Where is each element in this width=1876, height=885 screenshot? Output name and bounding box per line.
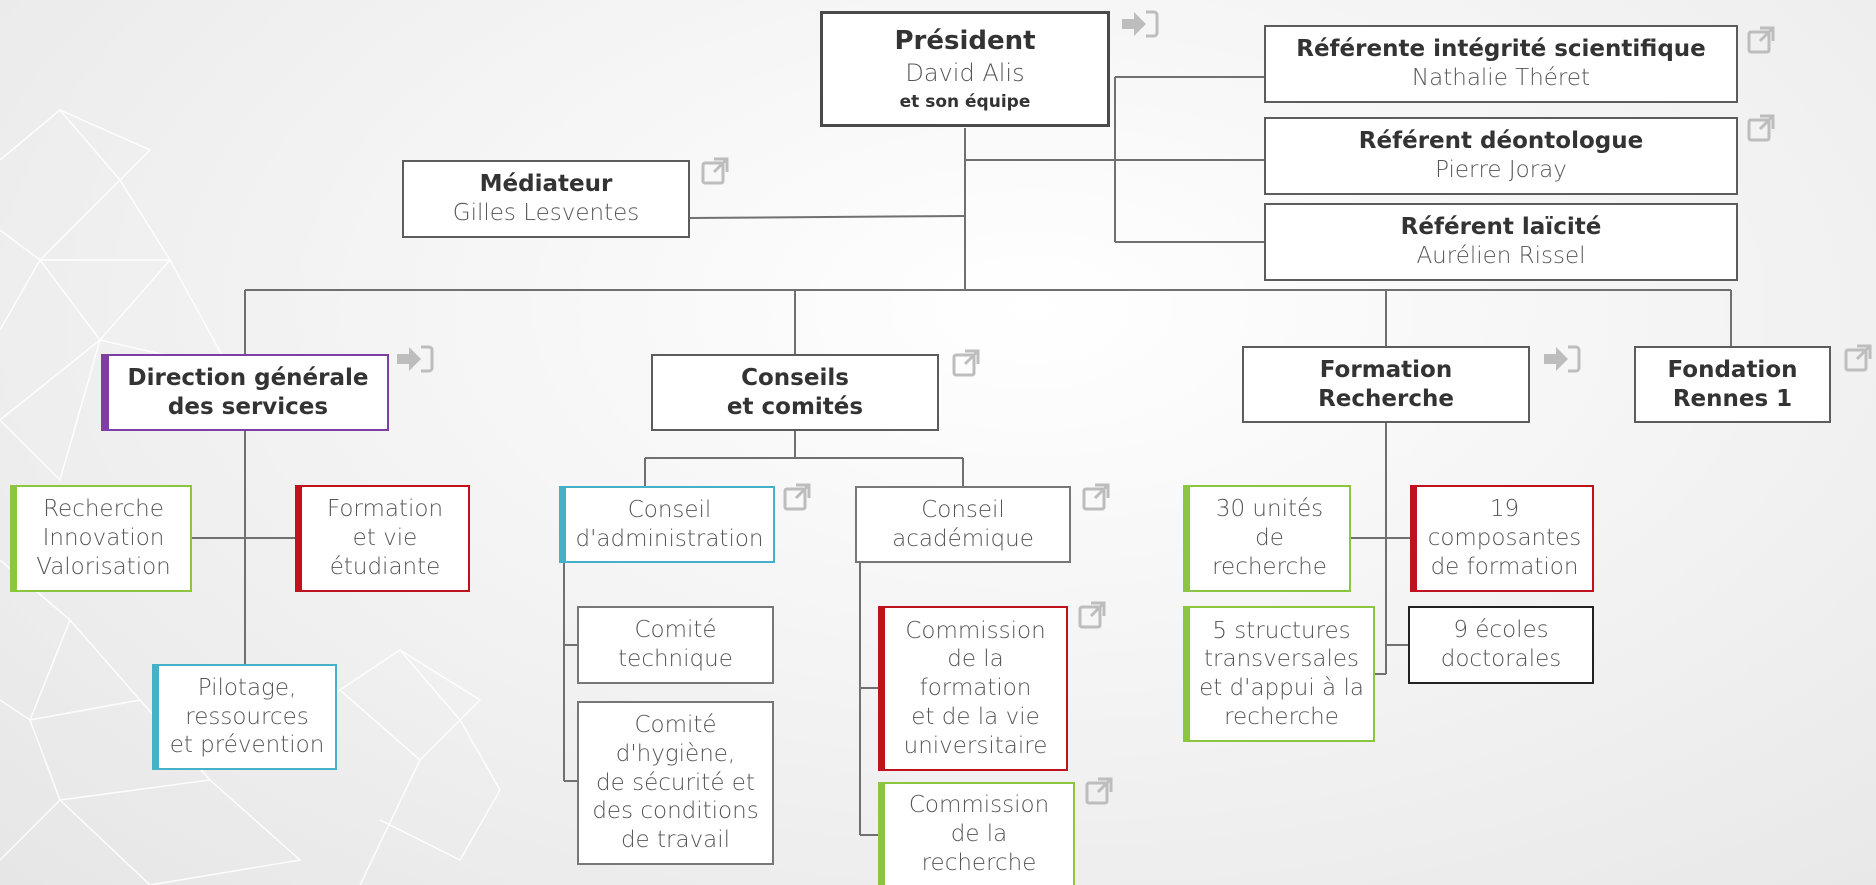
box-line: et de la vie xyxy=(911,703,1040,730)
conseils-line2: et comités xyxy=(726,393,864,420)
box-line: d'hygiène, xyxy=(615,740,736,767)
box-line: des conditions xyxy=(592,798,759,825)
box-line: de la xyxy=(950,821,1008,848)
commission-formation-box[interactable]: Commission de la formation et de la vie … xyxy=(878,606,1068,771)
fondation-line1: Fondation xyxy=(1667,356,1798,383)
box-line: et d'appui à la xyxy=(1199,675,1364,701)
referent-name: Aurélien Rissel xyxy=(1416,243,1586,269)
formation-recherche-box[interactable]: Formation Recherche xyxy=(1242,346,1530,423)
external-link-icon[interactable] xyxy=(700,156,730,186)
box-line: Comité xyxy=(634,617,717,644)
box-line: Commission xyxy=(908,792,1050,819)
box-line: Conseil xyxy=(921,496,1005,523)
referent-title: Référent laïcité xyxy=(1400,214,1602,241)
dgs-line2: des services xyxy=(167,393,329,420)
external-link-icon[interactable] xyxy=(951,348,981,378)
arrow-enter-icon[interactable] xyxy=(1120,8,1159,38)
box-line: recherche xyxy=(1224,703,1339,730)
box-line: d'administration xyxy=(575,525,764,552)
box-line: 30 unités xyxy=(1215,496,1324,523)
box-line: de travail xyxy=(620,827,731,854)
box-line: Valorisation xyxy=(36,553,171,580)
comite-technique-box[interactable]: Comité technique xyxy=(577,606,774,684)
arrow-enter-icon[interactable] xyxy=(1542,343,1581,373)
box-line: Conseil xyxy=(627,496,712,523)
ecoles-doctorales-box[interactable]: 9 écoles doctorales xyxy=(1408,606,1594,684)
box-line: Formation xyxy=(326,496,444,523)
external-link-icon[interactable] xyxy=(1746,25,1776,55)
referent-title: Référent déontologue xyxy=(1358,128,1644,155)
box-line: doctorales xyxy=(1440,646,1562,672)
referent-laicite-box[interactable]: Référent laïcité Aurélien Rissel xyxy=(1264,203,1738,281)
structures-transversales-box[interactable]: 5 structures transversales et d'appui à … xyxy=(1183,606,1375,742)
box-line: académique xyxy=(892,525,1034,552)
box-line: et vie xyxy=(352,525,418,552)
box-line: et prévention xyxy=(169,732,325,759)
conseils-line1: Conseils xyxy=(741,364,849,391)
mediateur-title: Médiateur xyxy=(479,171,613,198)
commission-recherche-box[interactable]: Commission de la recherche xyxy=(878,782,1075,885)
box-line: Innovation xyxy=(42,525,165,552)
box-line: technique xyxy=(618,646,733,672)
fondation-box[interactable]: Fondation Rennes 1 xyxy=(1634,346,1831,423)
dgs-box[interactable]: Direction générale des services xyxy=(101,354,389,431)
referent-name: Nathalie Théret xyxy=(1411,65,1591,91)
conseil-academique-box[interactable]: Conseil académique xyxy=(855,486,1071,563)
formation-recherche-line1: Formation xyxy=(1319,356,1453,383)
external-link-icon[interactable] xyxy=(1084,776,1114,806)
box-line: recherche xyxy=(921,849,1037,876)
president-box[interactable]: Président David Alis et son équipe xyxy=(820,11,1110,127)
box-line: Recherche xyxy=(43,496,164,523)
external-link-icon[interactable] xyxy=(1843,343,1873,373)
box-line: ressources xyxy=(185,703,309,730)
president-team: et son équipe xyxy=(899,91,1031,112)
box-line: 19 xyxy=(1489,496,1520,523)
formation-vie-etudiante-box[interactable]: Formation et vie étudiante xyxy=(295,485,470,592)
box-line: étudiante xyxy=(329,553,441,580)
box-line: de xyxy=(1255,525,1284,552)
conseil-administration-box[interactable]: Conseil d'administration xyxy=(559,486,775,563)
referent-name: Pierre Joray xyxy=(1435,157,1567,183)
arrow-enter-icon[interactable] xyxy=(395,343,434,373)
president-title: Président xyxy=(894,26,1036,57)
mediateur-name: Gilles Lesventes xyxy=(452,200,640,226)
box-line: de sécurité et xyxy=(596,769,755,796)
formation-recherche-line2: Recherche xyxy=(1318,385,1454,412)
box-line: Commission xyxy=(905,617,1046,644)
conseils-comites-box[interactable]: Conseils et comités xyxy=(651,354,939,431)
box-line: de la xyxy=(947,646,1004,673)
dgs-line1: Direction générale xyxy=(127,364,369,391)
external-link-icon[interactable] xyxy=(782,482,812,512)
mediateur-box[interactable]: Médiateur Gilles Lesventes xyxy=(402,160,690,238)
box-line: universitaire xyxy=(903,732,1048,759)
unites-recherche-box[interactable]: 30 unités de recherche xyxy=(1183,485,1351,592)
box-line: formation xyxy=(919,675,1032,702)
box-line: Pilotage, xyxy=(197,674,297,701)
box-line: 9 écoles xyxy=(1453,617,1549,644)
external-link-icon[interactable] xyxy=(1077,600,1107,630)
referent-integrite-box[interactable]: Référente intégrité scientifique Nathali… xyxy=(1264,25,1738,103)
fondation-line2: Rennes 1 xyxy=(1672,385,1793,412)
referent-title: Référente intégrité scientifique xyxy=(1296,36,1706,63)
pilotage-box[interactable]: Pilotage, ressources et prévention xyxy=(152,664,337,770)
president-name: David Alis xyxy=(905,58,1025,87)
external-link-icon[interactable] xyxy=(1081,482,1111,512)
comite-hygiene-box[interactable]: Comité d'hygiène, de sécurité et des con… xyxy=(577,701,774,865)
referent-deontologue-box[interactable]: Référent déontologue Pierre Joray xyxy=(1264,117,1738,195)
recherche-innovation-box[interactable]: Recherche Innovation Valorisation xyxy=(10,485,192,592)
box-line: de formation xyxy=(1430,553,1579,580)
box-line: 5 structures xyxy=(1212,617,1351,644)
composantes-formation-box[interactable]: 19 composantes de formation xyxy=(1410,485,1594,592)
box-line: composantes xyxy=(1427,525,1582,552)
box-line: transversales xyxy=(1204,646,1359,673)
box-line: Comité xyxy=(634,712,717,739)
box-line: recherche xyxy=(1212,553,1327,580)
external-link-icon[interactable] xyxy=(1746,113,1776,143)
